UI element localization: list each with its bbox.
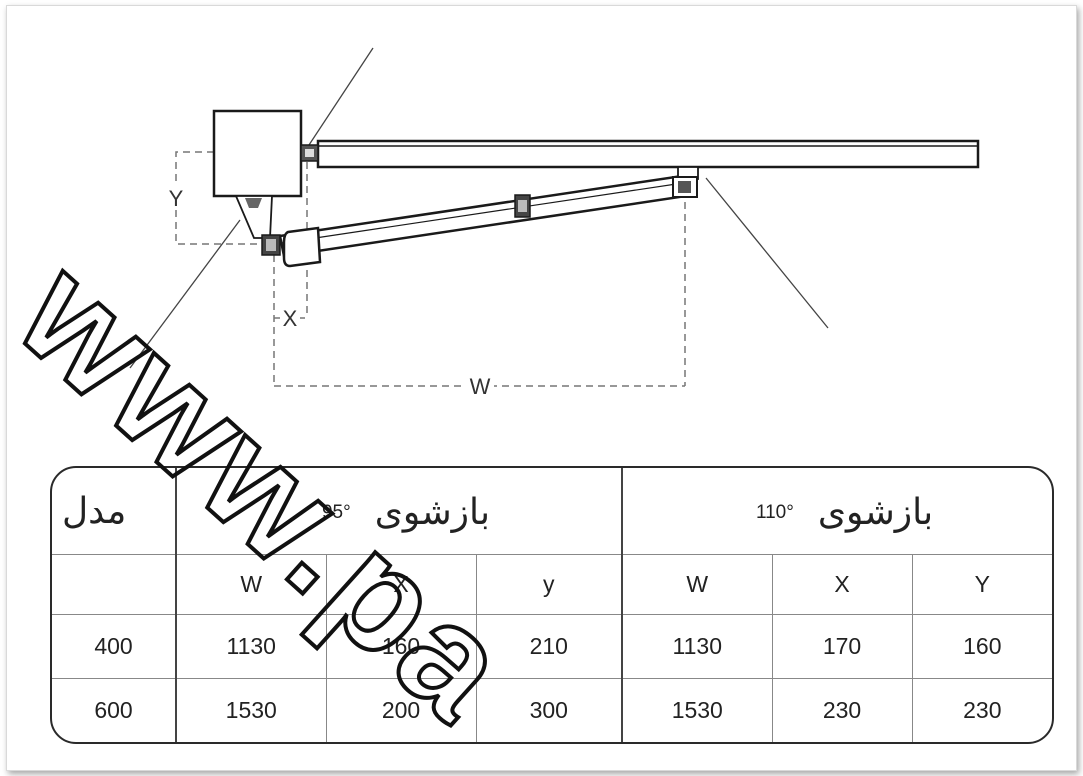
spec-table: مدل 95° بازشوی 110° بازشوی W X y W X Y <box>50 466 1054 744</box>
leader-line-bracket <box>129 219 241 369</box>
dimension-label-x: X <box>283 306 298 331</box>
cell-y-110: 230 <box>911 677 1052 742</box>
model-header: مدل <box>52 468 177 556</box>
gate-leaf <box>316 139 980 169</box>
subheader-w-95: W <box>175 554 327 615</box>
cell-model: 600 <box>52 677 177 742</box>
subheader-y-95: y <box>475 554 624 615</box>
cell-y-95: 300 <box>475 677 624 742</box>
group-header-110: 110° بازشوی <box>621 468 1052 556</box>
cell-x-95: 200 <box>325 677 477 742</box>
subheader-blank <box>52 554 177 615</box>
cell-w-110: 1530 <box>621 677 773 742</box>
table-header-row: مدل 95° بازشوی 110° بازشوی <box>52 468 1052 556</box>
actuator-middle-joint-inner <box>518 200 527 212</box>
front-mount-pin <box>678 181 691 193</box>
cell-model: 400 <box>52 613 177 679</box>
pillar <box>212 109 303 198</box>
table-row: 600 1530 200 300 1530 230 230 <box>52 677 1052 742</box>
group-110-angle: 110° <box>755 501 794 523</box>
subheader-x-95: X <box>325 554 477 615</box>
dim-x-bg <box>280 306 300 330</box>
group-header-95: 95° بازشوی <box>175 468 624 556</box>
table-subheader-row: W X y W X Y <box>52 554 1052 615</box>
subheader-y-110: Y <box>911 554 1052 615</box>
table-row: 400 1130 160 210 1130 170 160 <box>52 613 1052 679</box>
cell-w-95: 1530 <box>175 677 327 742</box>
cell-x-110: 230 <box>771 677 913 742</box>
dim-y-bg <box>166 186 186 210</box>
rear-bracket-fill <box>245 198 262 208</box>
cell-y-95: 210 <box>475 613 624 679</box>
group-110-label: بازشوی <box>817 492 934 534</box>
group-95-label: بازشوی <box>374 492 491 534</box>
dim-w-bg <box>466 374 494 398</box>
subheader-x-110: X <box>771 554 913 615</box>
subheader-w-110: W <box>621 554 773 615</box>
motor-housing <box>282 226 322 268</box>
cell-y-110: 160 <box>911 613 1052 679</box>
dimension-label-w: W <box>470 374 491 399</box>
cell-w-95: 1130 <box>175 613 327 679</box>
actuator-arm-edge <box>281 182 684 244</box>
cell-x-110: 170 <box>771 613 913 679</box>
actuator-arm <box>278 174 688 258</box>
cell-w-110: 1130 <box>621 613 773 679</box>
dimension-label-y: Y <box>169 186 184 211</box>
cell-x-95: 160 <box>325 613 477 679</box>
group-95-angle: 95° <box>321 501 351 523</box>
rear-mount-inner <box>266 239 276 251</box>
leader-line-gate-bracket <box>705 177 829 329</box>
leader-line-top <box>306 47 374 149</box>
gate-opener-diagram: Y X W <box>129 47 980 399</box>
gate-hinge-inner <box>305 149 314 157</box>
